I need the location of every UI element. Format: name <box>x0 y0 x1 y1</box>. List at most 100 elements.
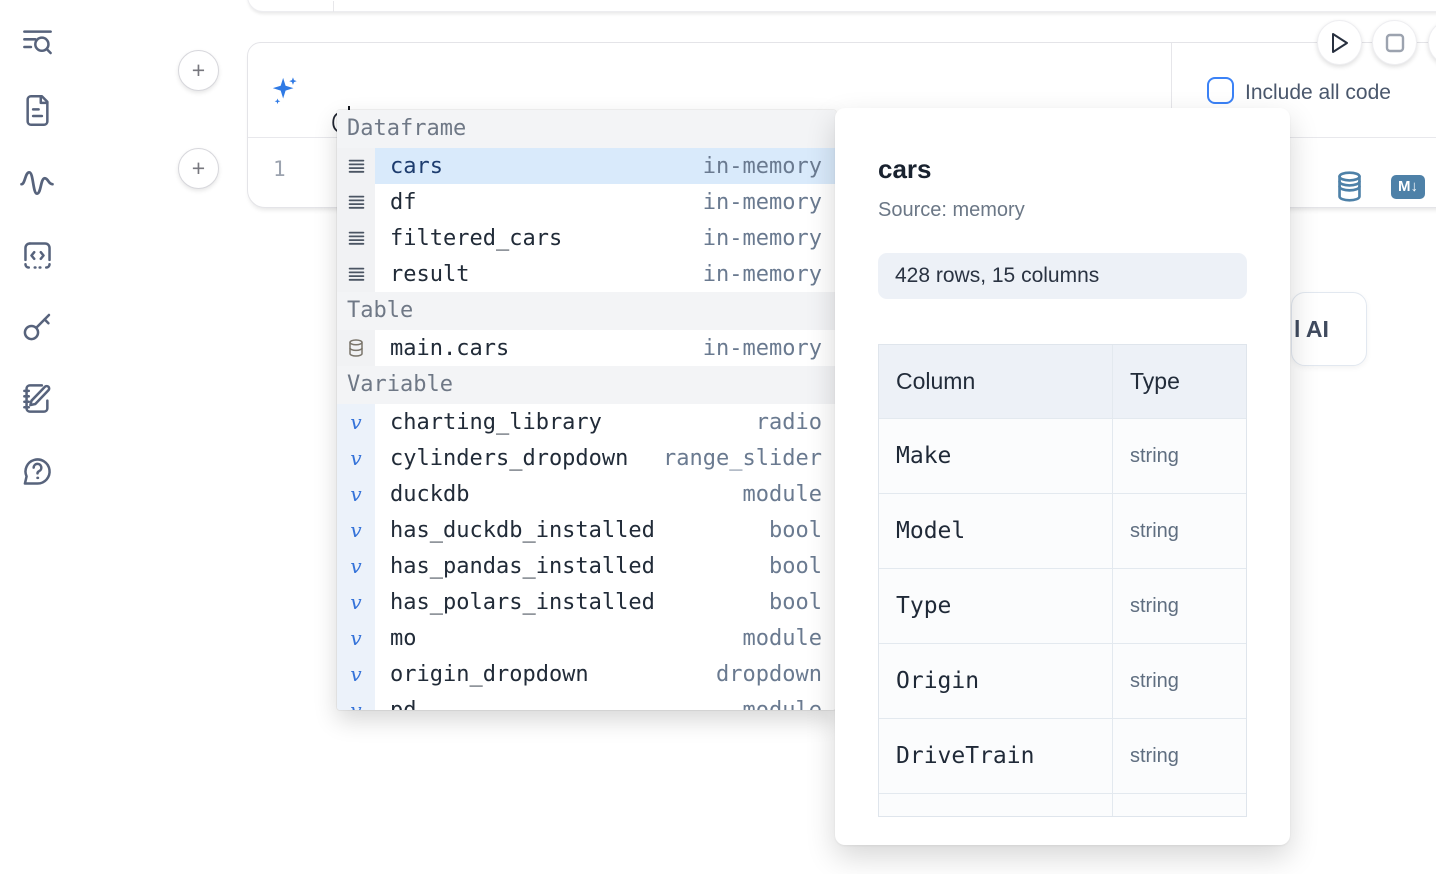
dataframe-icon <box>348 267 364 281</box>
file-icon <box>25 94 49 126</box>
item-name: filtered_cars <box>390 225 563 251</box>
variable-icon: v <box>350 590 362 614</box>
variable-icon: v <box>350 482 362 506</box>
autocomplete-item[interactable]: filtered_cars in-memory <box>337 220 836 256</box>
schema-row: DriveTrain string <box>879 718 1246 793</box>
autocomplete-item[interactable]: result in-memory <box>337 256 836 292</box>
sidebar-item-help[interactable] <box>18 452 56 490</box>
item-type: bool <box>769 553 822 579</box>
autocomplete-item[interactable]: v cylinders_dropdown range_slider <box>337 440 836 476</box>
run-cell-button[interactable] <box>1317 20 1362 65</box>
item-name: pd <box>390 697 417 711</box>
column-type: string <box>1112 494 1246 568</box>
column-name: Make <box>896 443 952 469</box>
schema-row: Model string <box>879 493 1246 568</box>
item-name: origin_dropdown <box>390 661 589 687</box>
autocomplete-section-header: Dataframe <box>337 110 836 148</box>
autocomplete-item[interactable]: v has_polars_installed bool <box>337 584 836 620</box>
schema-row-partial <box>879 793 1246 816</box>
add-cell-above-button[interactable]: + <box>178 50 219 91</box>
autocomplete-item[interactable]: main.cars in-memory <box>337 330 836 366</box>
line-number: 1 <box>273 157 286 181</box>
sidebar-item-secrets[interactable] <box>18 307 56 345</box>
previous-cell-divider <box>333 1 334 12</box>
sidebar-item-activity[interactable] <box>18 164 56 202</box>
column-header: Column <box>896 368 976 394</box>
item-type: module <box>742 625 822 651</box>
autocomplete-item[interactable]: cars in-memory <box>337 148 836 184</box>
item-name: charting_library <box>390 409 602 435</box>
item-name: mo <box>390 625 417 651</box>
variable-icon: v <box>350 446 362 470</box>
sidebar-item-files[interactable] <box>18 91 56 129</box>
include-all-code-checkbox[interactable] <box>1207 77 1234 104</box>
prompt-divider <box>1171 43 1172 137</box>
stop-button[interactable] <box>1372 20 1417 65</box>
database-icon <box>1338 171 1361 202</box>
column-type: string <box>1112 719 1246 793</box>
item-type: in-memory <box>702 189 822 215</box>
column-name: Type <box>896 593 952 619</box>
item-type: dropdown <box>716 661 822 687</box>
item-name: cylinders_dropdown <box>390 445 629 471</box>
ai-button-label: l AI <box>1294 315 1329 342</box>
autocomplete-section-header: Table <box>337 292 836 330</box>
column-type: string <box>1112 644 1246 718</box>
notebook-pen-icon <box>22 383 50 413</box>
item-type: in-memory <box>702 261 822 287</box>
item-name: cars <box>390 153 443 179</box>
cell-editor[interactable]: 1 <box>248 138 1436 208</box>
column-name: Origin <box>896 668 980 694</box>
item-name: has_polars_installed <box>390 589 655 615</box>
include-all-code-label: Include all code <box>1245 81 1391 104</box>
schema-header-row: Column Type <box>879 345 1246 418</box>
markdown-icon[interactable]: M↓ <box>1391 175 1425 199</box>
dataframe-icon <box>348 195 364 209</box>
item-name: df <box>390 189 417 215</box>
item-type: in-memory <box>702 335 822 361</box>
item-type: bool <box>769 517 822 543</box>
item-type: in-memory <box>702 153 822 179</box>
sidebar-item-scratchpad[interactable] <box>18 379 56 417</box>
play-icon <box>1331 32 1348 53</box>
column-name: Model <box>896 518 966 544</box>
item-name: result <box>390 261 470 287</box>
item-type: radio <box>755 409 822 435</box>
ai-button[interactable]: l AI <box>1291 292 1367 366</box>
autocomplete-item[interactable]: v origin_dropdown dropdown <box>337 656 836 692</box>
variable-icon: v <box>350 554 362 578</box>
item-type: bool <box>769 589 822 615</box>
autocomplete-item[interactable]: v mo module <box>337 620 836 656</box>
dataframe-icon <box>348 231 364 245</box>
autocomplete-item[interactable]: df in-memory <box>337 184 836 220</box>
column-name: DriveTrain <box>896 743 1035 769</box>
variable-icon: v <box>350 626 362 650</box>
activity-icon <box>20 170 54 196</box>
previous-cell-edge <box>247 0 1436 12</box>
column-type: string <box>1112 419 1246 493</box>
dataframe-icon <box>348 159 364 173</box>
shape-badge: 428 rows, 15 columns <box>878 253 1247 299</box>
autocomplete-item[interactable]: v has_pandas_installed bool <box>337 548 836 584</box>
database-cell-button[interactable] <box>1336 171 1363 205</box>
item-type: range_slider <box>663 445 822 471</box>
item-type: module <box>742 481 822 507</box>
type-header: Type <box>1112 345 1246 418</box>
item-name: has_pandas_installed <box>390 553 655 579</box>
item-type: in-memory <box>702 225 822 251</box>
sidebar-item-snippets[interactable] <box>18 236 56 274</box>
item-name: main.cars <box>390 335 510 361</box>
stop-icon <box>1385 33 1404 52</box>
help-chat-icon <box>23 457 51 485</box>
autocomplete-section-header: Variable <box>337 366 836 404</box>
sidebar-item-search[interactable] <box>18 22 56 60</box>
variable-icon: v <box>350 662 362 686</box>
add-cell-below-button[interactable]: + <box>178 148 219 189</box>
popup-source: Source: memory <box>878 199 1025 221</box>
